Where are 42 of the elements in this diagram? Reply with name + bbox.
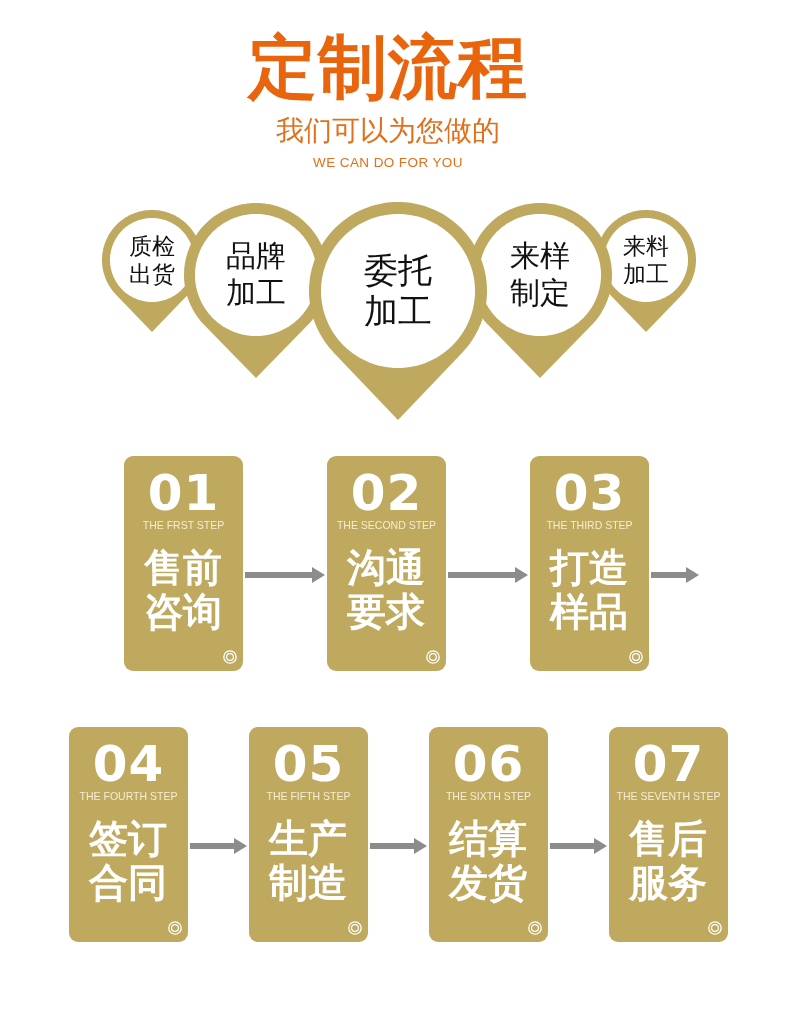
step-number: 05	[272, 737, 345, 791]
step-caption: THE THIRD STEP	[546, 519, 633, 532]
step-number: 03	[553, 466, 626, 520]
step-label: 结算发货	[448, 817, 529, 905]
step-label: 沟通要求	[346, 546, 427, 634]
step-caption: THE SIXTH STEP	[445, 790, 532, 803]
step-number: 07	[632, 737, 705, 791]
title: 定制流程	[248, 26, 528, 109]
pin-label: 来料加工	[622, 231, 670, 289]
arrow	[550, 838, 607, 854]
arrow	[651, 567, 699, 583]
step-label: 生产制造	[268, 817, 349, 905]
step-caption: THE FOURTH STEP	[79, 790, 178, 803]
step-label: 售后服务	[628, 817, 709, 905]
step-card	[429, 727, 548, 942]
step-card	[249, 727, 368, 942]
step-card	[327, 456, 446, 671]
step-caption: THE FIFTH STEP	[266, 790, 351, 803]
pin-label: 质检出货	[128, 231, 176, 289]
step-label: 打造样品	[549, 546, 630, 634]
pin-label: 来样制定	[509, 238, 571, 312]
english-subtitle: WE CAN DO FOR YOU	[313, 155, 463, 172]
arrow	[245, 567, 325, 583]
step-card	[69, 727, 188, 942]
step-label: 售前咨询	[143, 546, 224, 634]
step-card	[609, 727, 728, 942]
step-card	[530, 456, 649, 671]
step-label: 签订合同	[88, 817, 169, 905]
step-number: 04	[92, 737, 165, 791]
step-card	[124, 456, 243, 671]
arrow	[370, 838, 427, 854]
step-caption: THE FRST STEP	[142, 519, 225, 532]
step-caption: THE SECOND STEP	[336, 519, 437, 532]
arrow	[190, 838, 247, 854]
step-caption: THE SEVENTH STEP	[616, 790, 721, 803]
pin-label: 品牌加工	[225, 238, 287, 312]
step-number: 06	[452, 737, 525, 791]
pin-label: 委托加工	[363, 249, 433, 333]
subtitle: 我们可以为您做的	[276, 114, 500, 148]
step-number: 02	[350, 466, 423, 520]
arrow	[448, 567, 528, 583]
step-number: 01	[147, 466, 220, 520]
